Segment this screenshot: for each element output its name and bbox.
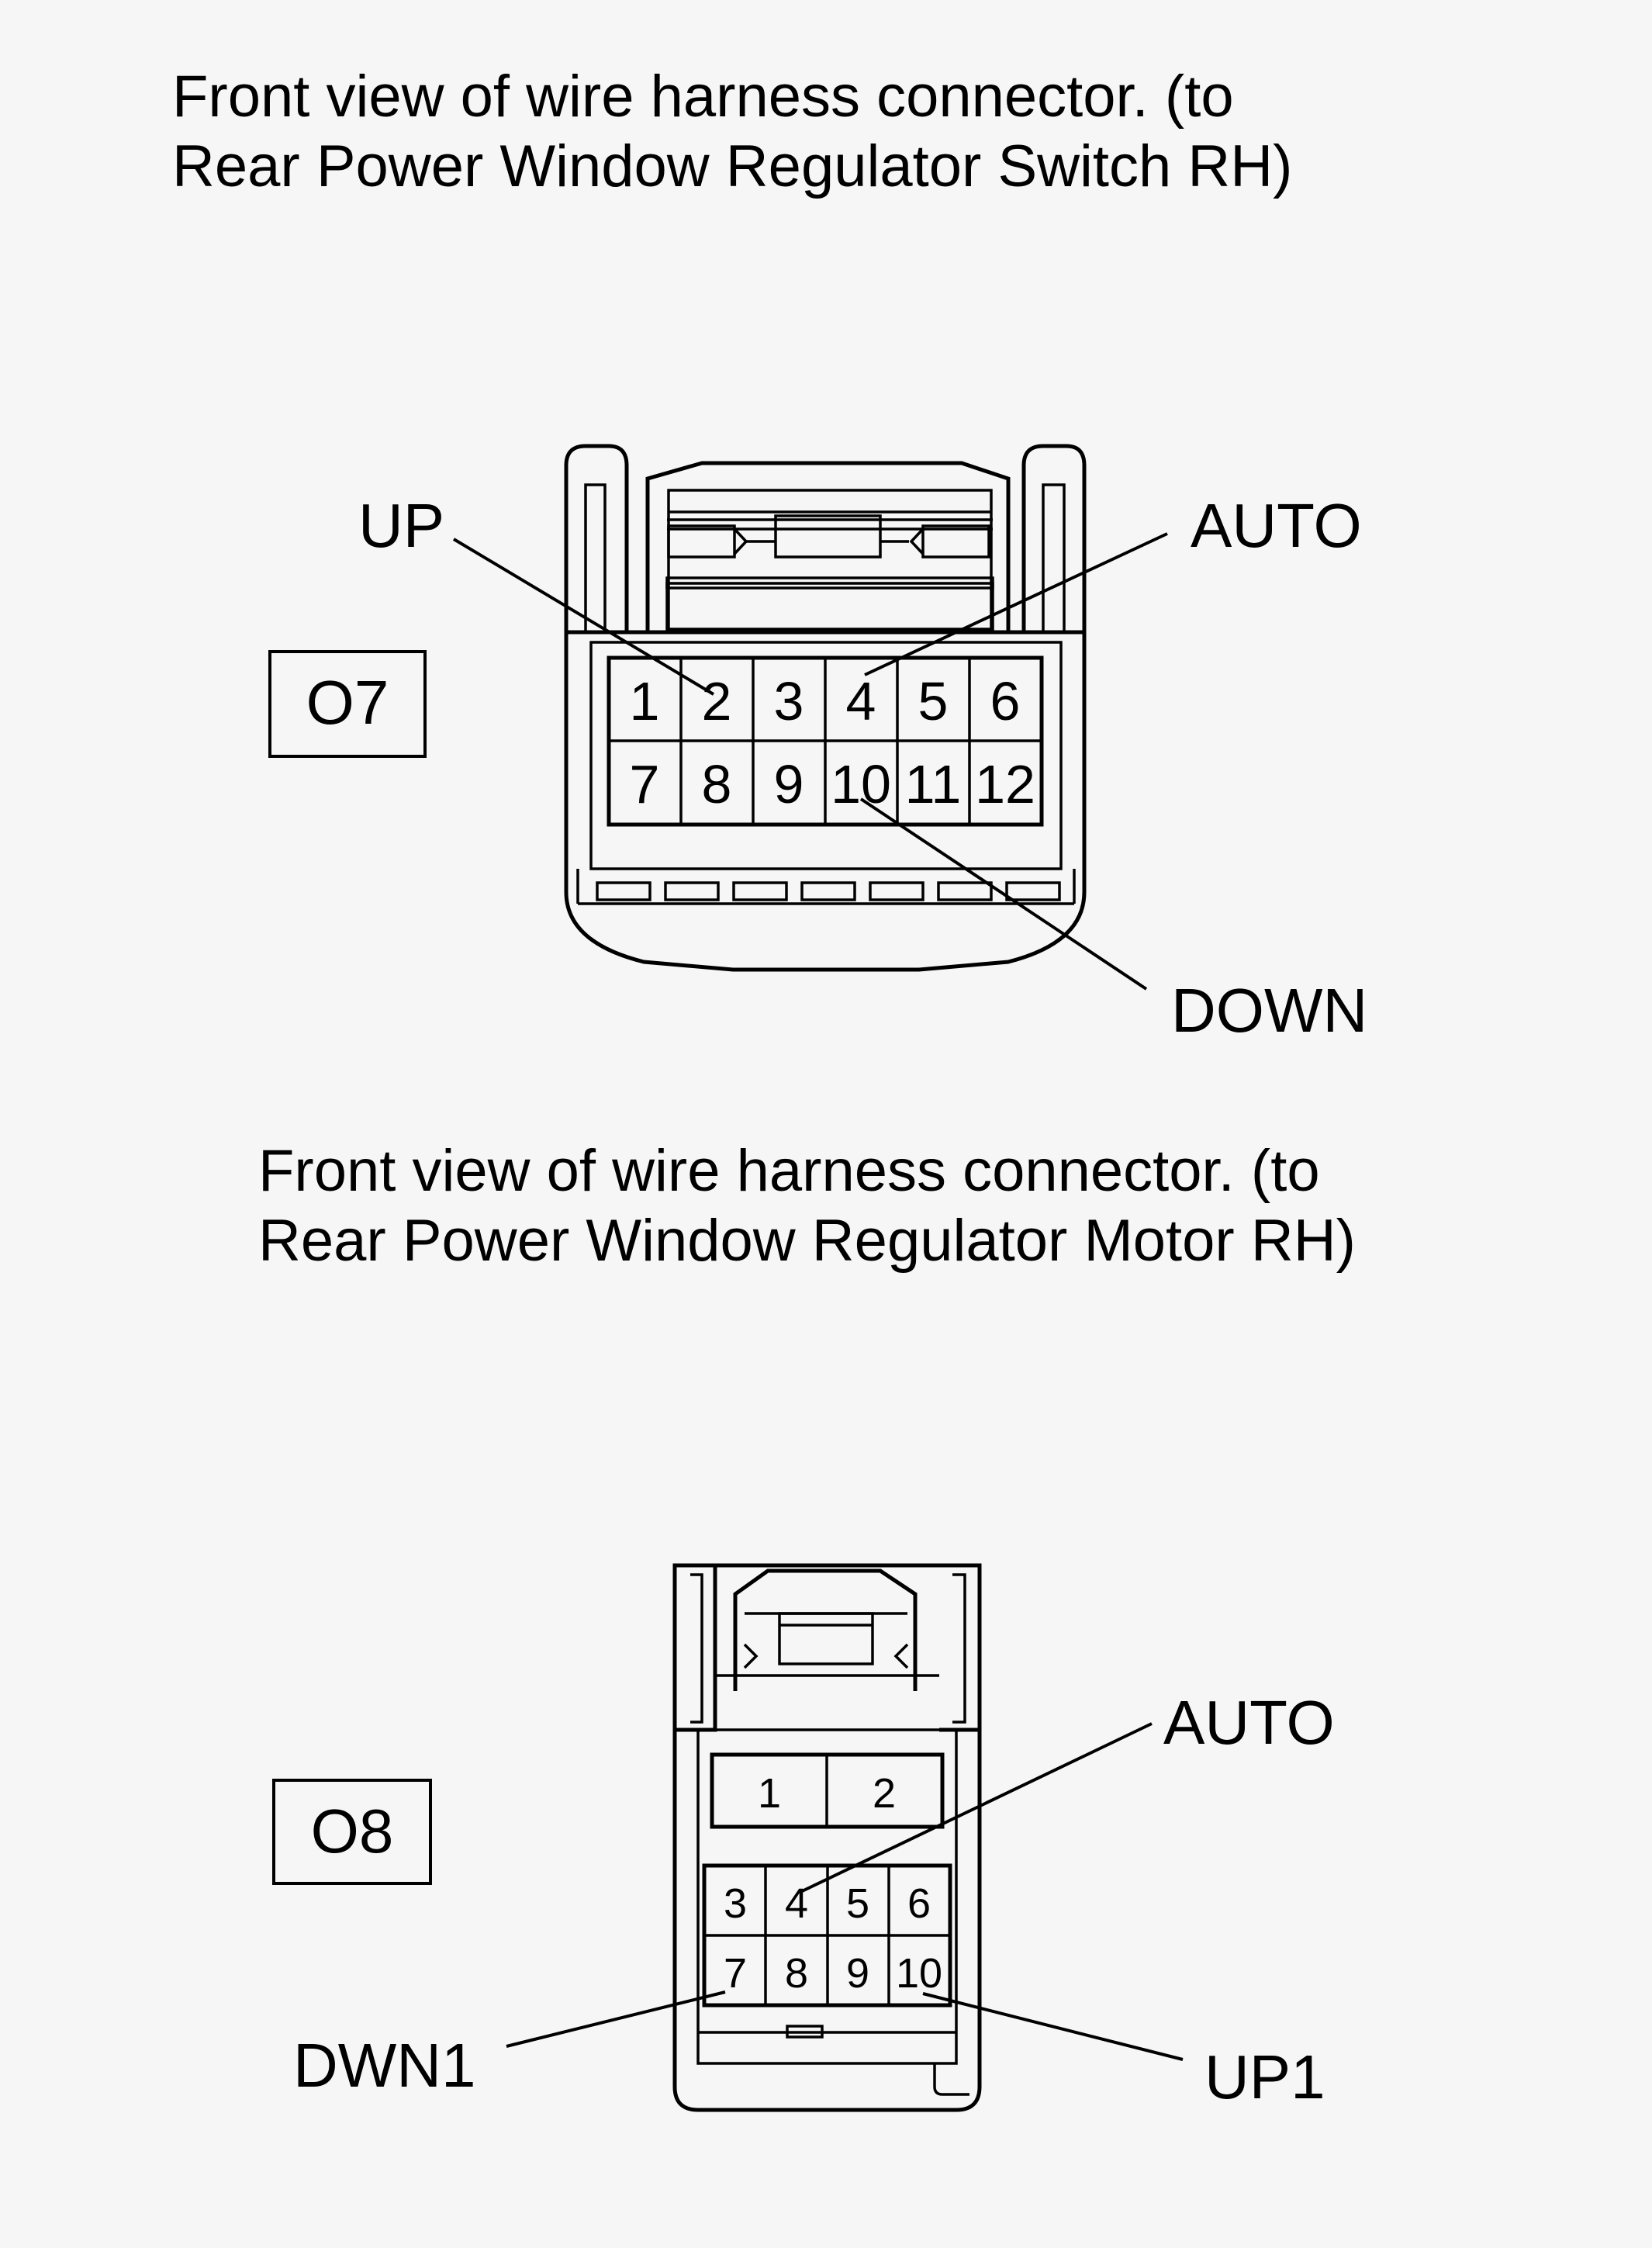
o7-id-box: O7: [268, 650, 427, 758]
o7-pin: 9: [774, 754, 804, 814]
o7-pin: 7: [630, 754, 660, 814]
o8-caption-line1: Front view of wire harness connector. (t…: [258, 1138, 1320, 1204]
connector-o7-section: Front view of wire harness connector. (t…: [172, 64, 1367, 1045]
o7-leader-up: [452, 538, 715, 696]
o7-pin: 4: [846, 671, 876, 731]
o7-pin: 10: [831, 754, 891, 814]
o7-pin: 5: [918, 671, 949, 731]
o8-pin: 2: [873, 1770, 896, 1817]
o8-connector-body: [672, 1563, 982, 2112]
o8-pin: 1: [758, 1770, 781, 1817]
o7-connector-body: [564, 444, 1087, 972]
o7-pin: 1: [630, 671, 660, 731]
o8-callout-up1: UP1: [1204, 2042, 1325, 2111]
o8-id-label: O8: [311, 1797, 394, 1866]
o8-pin: 5: [846, 1880, 869, 1927]
o8-callouts: AUTO DWN1 UP1: [293, 1688, 1335, 2111]
o8-pin: 9: [846, 1950, 869, 1997]
o8-pin-labels: 1 2 3 4 5 6 7 8 9 10: [724, 1770, 942, 1997]
o7-leader-down: [859, 797, 1148, 991]
o8-leader-up1: [922, 1992, 1184, 2061]
o8-caption-line2: Rear Power Window Regulator Motor RH): [258, 1208, 1356, 1274]
o7-pin-labels: 1 2 3 4 5 6 7 8 9 10 11 12: [630, 671, 1035, 814]
o8-callout-auto: AUTO: [1163, 1688, 1335, 1757]
o7-pin: 11: [905, 754, 962, 814]
o7-callout-auto: AUTO: [1191, 491, 1362, 560]
o8-id-box: O8: [272, 1779, 432, 1885]
o7-caption-line1: Front view of wire harness connector. (t…: [172, 64, 1234, 130]
o7-pin: 6: [990, 671, 1021, 731]
o7-pin: 8: [702, 754, 732, 814]
o7-callout-down: DOWN: [1171, 976, 1367, 1045]
o8-pin: 8: [785, 1950, 808, 1997]
o7-callouts: UP AUTO DOWN: [358, 491, 1367, 1045]
o7-pin: 2: [702, 671, 732, 731]
o8-callout-dwn1: DWN1: [293, 2031, 476, 2100]
o8-pin: 3: [724, 1880, 747, 1927]
o8-pin: 6: [907, 1880, 931, 1927]
o7-leader-auto: [864, 532, 1168, 676]
o7-pin: 3: [774, 671, 804, 731]
o8-pin: 10: [896, 1950, 942, 1997]
o7-caption-line2: Rear Power Window Regulator Switch RH): [172, 133, 1292, 199]
o7-callout-up: UP: [358, 491, 444, 560]
o8-pin: 4: [785, 1880, 808, 1927]
o7-pin: 12: [975, 754, 1035, 814]
connector-o8-section: Front view of wire harness connector. (t…: [258, 1138, 1356, 2112]
o8-leader-dwn1: [506, 1990, 726, 2048]
o8-leader-auto: [798, 1722, 1153, 1894]
o7-id-label: O7: [306, 668, 389, 737]
o8-pin: 7: [724, 1950, 747, 1997]
